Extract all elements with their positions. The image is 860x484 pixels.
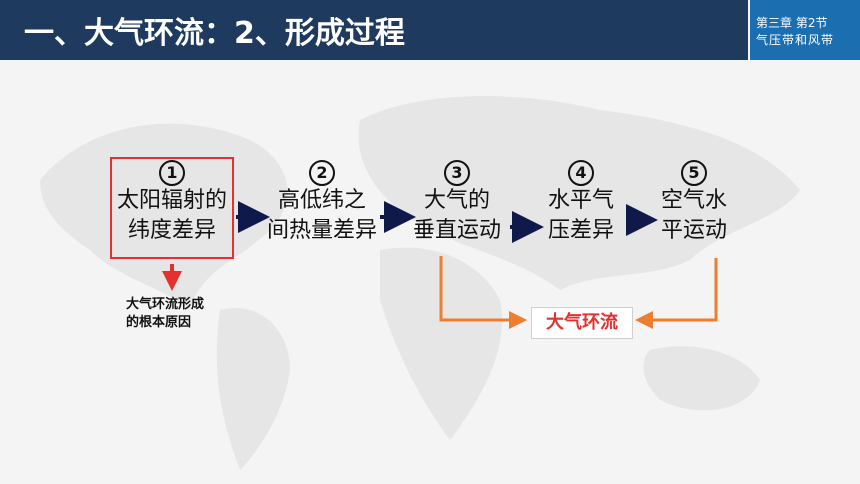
- step-number: 3: [405, 160, 509, 186]
- step-label-line2: 纬度差异: [127, 218, 216, 243]
- step-label-line2: 平运动: [660, 218, 727, 243]
- chapter-label: 第三章 第2节: [756, 16, 828, 30]
- step-label-line2: 压差异: [547, 218, 614, 243]
- step-5: 5 空气水 平运动: [648, 160, 740, 246]
- root-cause-highlight: [110, 157, 234, 259]
- step-label-line1: 太阳辐射的: [116, 188, 227, 213]
- world-map-background: [40, 96, 800, 470]
- connector-right: [635, 258, 718, 329]
- step-label-line1: 高低纬之: [277, 188, 366, 213]
- connector-left: [439, 256, 527, 329]
- step-label-line1: 大气的: [423, 188, 490, 213]
- step-label-line2: 垂直运动: [412, 218, 501, 243]
- step-2: 2 高低纬之 间热量差异: [258, 160, 386, 246]
- step-label-line1: 空气水: [660, 188, 727, 213]
- note-line1: 大气环流形成: [126, 297, 205, 312]
- step-label-line2: 间热量差异: [266, 218, 377, 243]
- step-label-line1: 水平气: [547, 188, 614, 213]
- step-number: 2: [258, 160, 386, 186]
- result-box: 大气环流: [531, 307, 633, 339]
- section-label: 气压带和风带: [756, 33, 835, 47]
- step-number: 4: [535, 160, 627, 186]
- step-4: 4 水平气 压差异: [535, 160, 627, 246]
- note-line2: 的根本原因: [126, 315, 192, 330]
- step-number: 1: [110, 160, 234, 186]
- root-cause-note: 大气环流形成 的根本原因: [126, 296, 204, 332]
- chapter-badge: 第三章 第2节 气压带和风带: [750, 0, 860, 60]
- step-1: 1 太阳辐射的 纬度差异: [110, 160, 234, 246]
- step-number: 5: [648, 160, 740, 186]
- title-bar: 一、大气环流：2、形成过程: [0, 0, 748, 60]
- page-title: 一、大气环流：2、形成过程: [24, 16, 405, 51]
- step-3: 3 大气的 垂直运动: [405, 160, 509, 246]
